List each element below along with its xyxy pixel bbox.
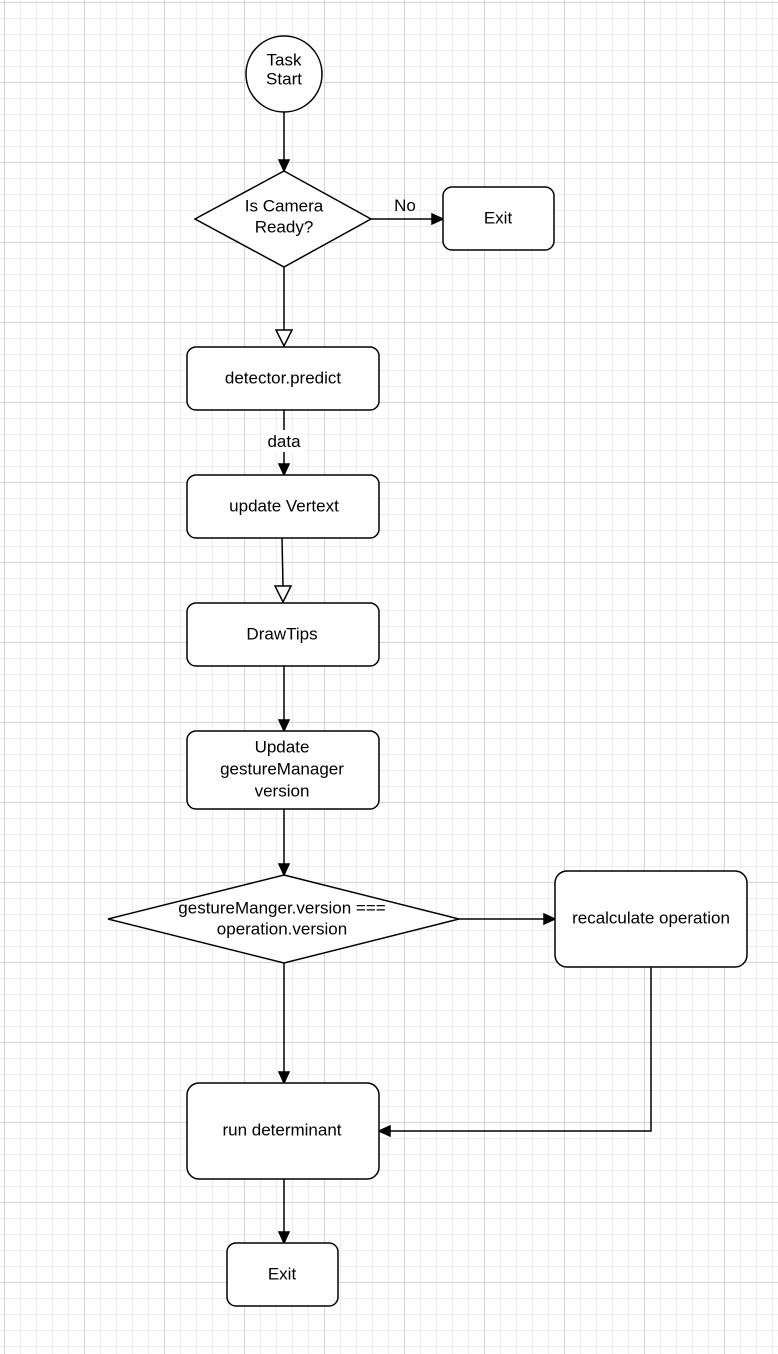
edge-label-data: data	[267, 432, 301, 451]
node-detector-predict-label: detector.predict	[225, 368, 342, 387]
node-exit-bottom-label: Exit	[268, 1264, 297, 1283]
node-update-gesture-manager-line-3: version	[255, 781, 310, 800]
node-version-check-line-1: gestureManger.version ===	[178, 898, 386, 917]
node-recalculate-operation-label: recalculate operation	[572, 908, 730, 927]
node-exit-bottom[interactable]: Exit	[226, 1242, 339, 1307]
node-camera-check[interactable]: Is Camera Ready?	[193, 170, 373, 268]
arrowhead-detector-to-vertext	[277, 463, 291, 477]
node-task-start-line-1: Task	[267, 50, 302, 69]
edges	[273, 112, 652, 1245]
node-update-vertext[interactable]: update Vertext	[186, 474, 380, 539]
node-draw-tips-label: DrawTips	[246, 624, 317, 643]
edge-vertext-to-drawtips	[281, 537, 284, 587]
node-update-gesture-manager-line-1: Update	[255, 737, 310, 756]
arrowhead-determinant-to-exit	[277, 1231, 291, 1245]
arrowhead-update-to-versioncheck	[277, 863, 291, 877]
arrowhead-camera-to-exit	[431, 212, 445, 226]
node-update-gesture-manager[interactable]: Update gestureManager version	[186, 730, 380, 810]
arrowhead-versioncheck-to-recalculate	[543, 912, 557, 926]
node-exit-top[interactable]: Exit	[442, 186, 555, 251]
node-run-determinant-label: run determinant	[222, 1120, 341, 1139]
node-detector-predict[interactable]: detector.predict	[186, 346, 380, 411]
arrowhead-versioncheck-to-determinant	[277, 1071, 291, 1085]
node-version-check[interactable]: gestureManger.version === operation.vers…	[107, 874, 460, 964]
edge-recalculate-to-determinant	[390, 967, 652, 1132]
node-draw-tips[interactable]: DrawTips	[186, 602, 380, 667]
edge-label-no: No	[394, 196, 416, 215]
arrowhead-camera-to-detector	[274, 329, 294, 348]
arrowhead-drawtips-to-update	[277, 719, 291, 733]
node-version-check-line-2: operation.version	[217, 919, 347, 938]
node-update-gesture-manager-line-2: gestureManager	[220, 759, 344, 778]
arrowhead-recalculate-to-determinant	[377, 1124, 391, 1138]
node-camera-check-line-2: Ready?	[255, 217, 314, 236]
node-run-determinant[interactable]: run determinant	[186, 1082, 380, 1180]
node-task-start-line-2: Start	[266, 69, 302, 88]
node-task-start[interactable]: Task Start	[245, 35, 323, 113]
arrowhead-vertext-to-drawtips	[273, 585, 293, 604]
edge-label-data-bg	[262, 430, 306, 452]
node-exit-top-label: Exit	[484, 208, 513, 227]
arrowhead-start-to-camera	[277, 159, 291, 173]
node-camera-check-line-1: Is Camera	[245, 196, 324, 215]
node-recalculate-operation[interactable]: recalculate operation	[554, 870, 748, 968]
node-update-vertext-label: update Vertext	[229, 496, 339, 515]
